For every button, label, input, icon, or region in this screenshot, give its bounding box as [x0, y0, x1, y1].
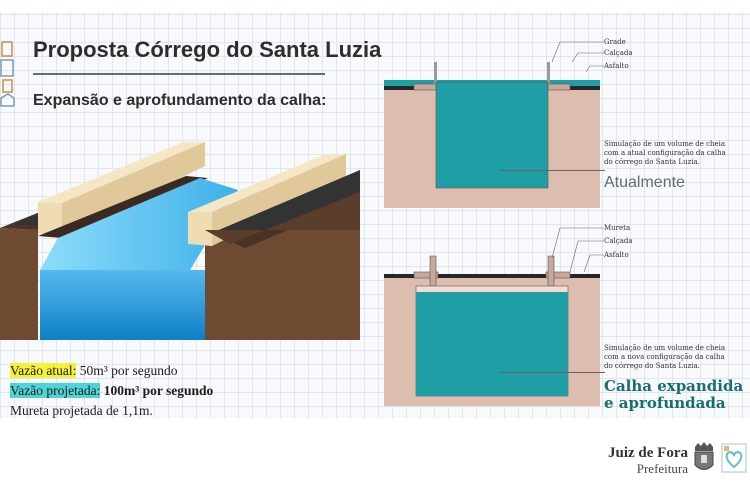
current-cross-section — [384, 62, 600, 208]
asphalt-layer — [384, 274, 600, 278]
left-wall-front — [38, 202, 62, 236]
left-wall-top — [38, 142, 205, 203]
left-sidewalk — [413, 271, 439, 279]
label-grade: Grade — [604, 38, 626, 46]
mureta-line: Mureta projetada de 1,1m. — [10, 403, 153, 418]
label-calcada-proposed: Calçada — [604, 237, 633, 245]
right-road — [214, 170, 360, 244]
current-note: Simulação de um volume de cheia com a at… — [604, 140, 726, 166]
current-callout-lines — [551, 41, 604, 73]
caption-atualmente: Atualmente — [604, 174, 685, 191]
proposed-note: Simulação de um volume de cheia com a no… — [604, 344, 726, 370]
prefeitura-logo-text: Juiz de Fora Prefeitura — [608, 445, 688, 477]
proposed-note-pointer — [500, 372, 605, 373]
right-bank-front — [205, 230, 360, 340]
vazao-projetada-line: Vazão projetada: 100m³ por segundo — [10, 383, 213, 399]
water-volume — [416, 292, 568, 396]
city-coat-of-arms-icon — [694, 442, 714, 470]
left-sidewalk — [413, 83, 437, 91]
heart-badge-icon — [721, 443, 747, 473]
channel-3d-illustration — [0, 142, 360, 340]
right-wall-top — [188, 154, 346, 212]
vazao-projetada-value: 100m³ por segundo — [100, 383, 214, 398]
label-asfalto: Asfalto — [604, 62, 629, 70]
proposed-callout-lines — [551, 227, 604, 273]
top-strip — [0, 0, 750, 12]
left-grade — [434, 62, 437, 86]
vazao-atual-label: Vazão atual: — [10, 363, 77, 378]
right-sidewalk — [547, 83, 571, 91]
org-sub: Prefeitura — [636, 461, 688, 476]
water-surface — [40, 178, 238, 270]
right-grade — [547, 62, 550, 86]
vazao-projetada-label: Vazão projetada: — [10, 383, 101, 398]
label-asfalto-proposed: Asfalto — [604, 251, 629, 259]
org-name: Juiz de Fora — [608, 445, 688, 461]
right-wall-front — [188, 212, 212, 246]
label-mureta: Mureta — [604, 224, 631, 232]
title-underline — [33, 73, 325, 75]
page-title: Proposta Córrego do Santa Luzia — [33, 37, 382, 62]
footer — [0, 418, 750, 499]
current-note-pointer — [500, 170, 605, 171]
proposed-cross-section — [384, 255, 600, 406]
water-volume — [435, 81, 549, 189]
vazao-atual-value: 50m³ por segundo — [76, 363, 178, 378]
left-mureta — [429, 255, 437, 287]
left-bank-front — [0, 228, 38, 340]
right-sidewalk — [545, 271, 571, 279]
page-subtitle: Expansão e aprofundamento da calha: — [33, 92, 327, 109]
caption-calha-expandida: Calha expandida e aprofundada — [604, 377, 744, 412]
water-front — [40, 270, 205, 340]
vazao-atual-line: Vazão atual: 50m³ por segundo — [10, 363, 178, 379]
label-calcada: Calçada — [604, 49, 633, 57]
side-emblem-icon — [0, 41, 15, 107]
